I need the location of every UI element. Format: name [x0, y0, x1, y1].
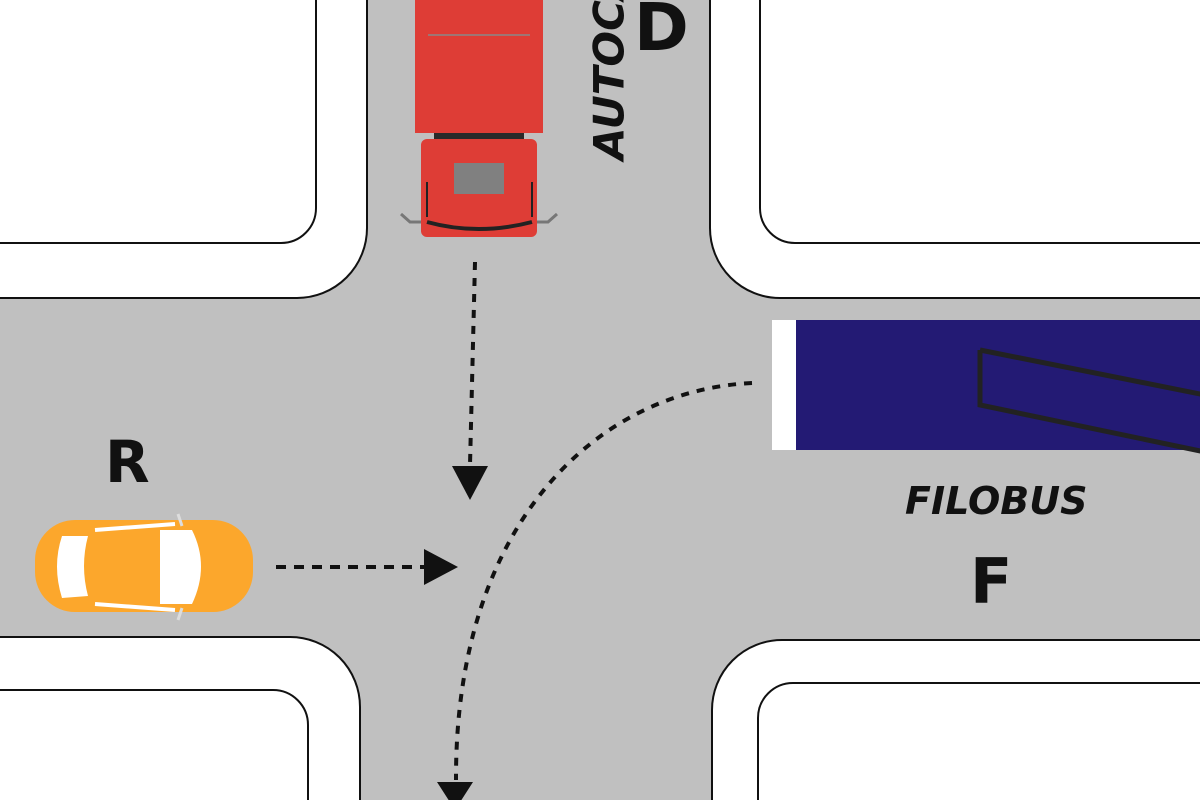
car-letter-label: R	[105, 428, 150, 496]
truck-letter-label: D	[634, 0, 689, 66]
truck-d	[400, 0, 558, 237]
corner-bottom-left	[0, 636, 361, 800]
arrow-truck-straight	[452, 261, 488, 500]
arrow-car-straight	[276, 549, 458, 585]
trolleybus-f	[772, 320, 1200, 454]
corner-top-left	[0, 0, 368, 299]
trolleybus-letter-label: F	[970, 545, 1012, 618]
corner-top-right	[709, 0, 1200, 299]
car-r	[35, 513, 253, 621]
trolleybus-type-label: FILOBUS	[905, 479, 1087, 523]
corner-bottom-right	[711, 639, 1200, 800]
arrow-trolleybus-left-turn	[437, 381, 753, 800]
truck-type-label: AUTOCA	[585, 0, 634, 163]
